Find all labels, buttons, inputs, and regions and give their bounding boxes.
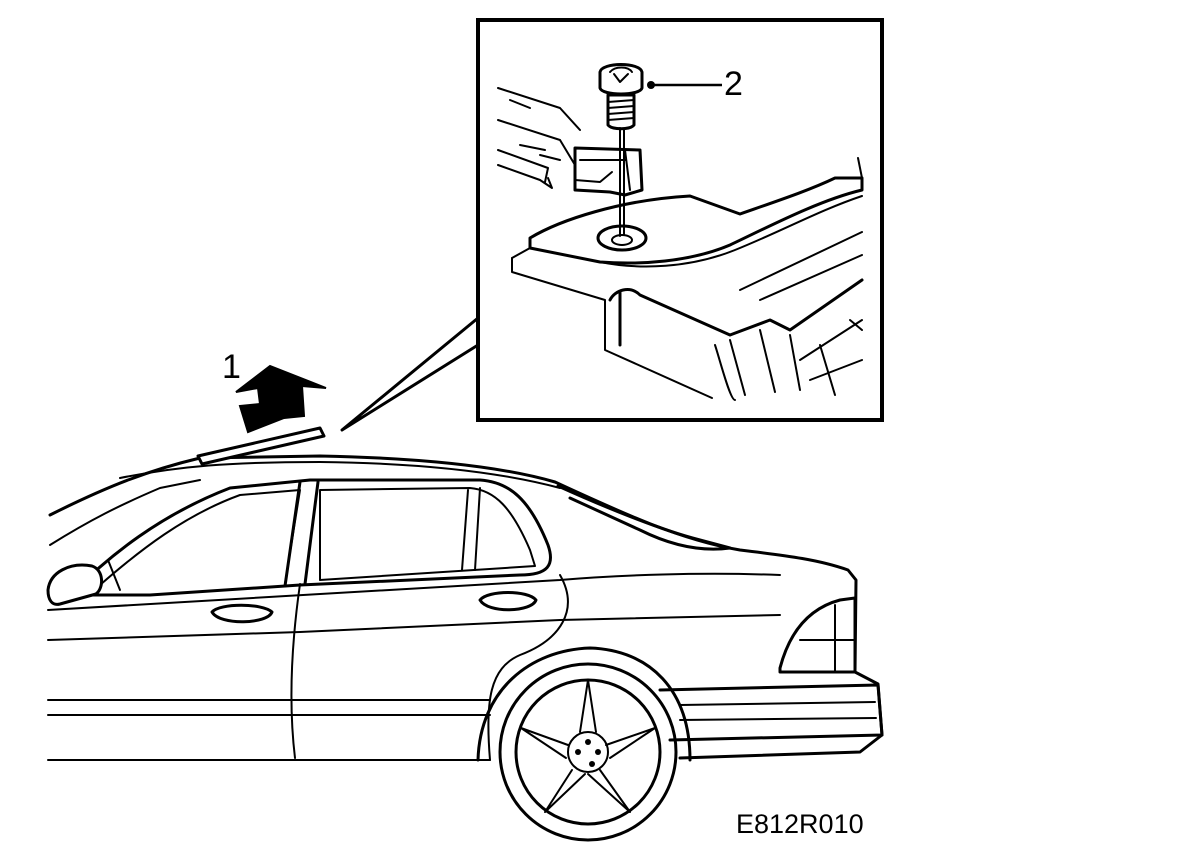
lower-rib xyxy=(739,231,863,381)
windshield xyxy=(49,479,201,546)
screw-hole-inner xyxy=(611,234,633,246)
mounting-clip xyxy=(573,146,644,197)
belt-line xyxy=(47,572,781,611)
rear-wheel xyxy=(498,662,678,842)
bumper-strip xyxy=(679,701,877,721)
roof-line xyxy=(119,461,561,489)
car-body-outline xyxy=(48,454,884,760)
front-window xyxy=(99,489,301,586)
roof-rail xyxy=(497,87,581,183)
rail-slot xyxy=(519,144,561,161)
removal-arrow xyxy=(235,364,327,434)
panel-edge xyxy=(511,195,863,268)
side-mirror xyxy=(46,563,103,606)
door-crease xyxy=(47,614,781,641)
b-pillar xyxy=(283,480,320,588)
rear-glass xyxy=(556,484,732,551)
rear-door-handle xyxy=(478,591,538,612)
car-illustration xyxy=(46,426,884,842)
screw-hole xyxy=(596,224,648,252)
front-door-handle xyxy=(210,603,274,624)
figure-code: E812R010 xyxy=(736,809,864,839)
window-frame xyxy=(68,478,553,597)
wheel-arch xyxy=(476,646,692,762)
roof-moulding-strip xyxy=(196,426,326,466)
lower-frame xyxy=(714,319,863,401)
panel-surface xyxy=(528,176,864,265)
rail-end xyxy=(497,164,553,189)
lower-bracket xyxy=(608,278,864,347)
rear-bumper xyxy=(658,683,884,742)
tail-light-divider xyxy=(799,604,856,673)
inset-frame xyxy=(476,18,884,422)
mirror-stem xyxy=(107,559,121,591)
callout-2-label: 2 xyxy=(724,65,743,103)
callout-1-label: 1 xyxy=(222,348,241,386)
clip-detail xyxy=(574,149,631,191)
c-pillar-frame xyxy=(461,487,481,571)
door-gap xyxy=(290,583,301,759)
sill-line xyxy=(47,699,491,716)
panel-side xyxy=(511,157,863,399)
torx-screw xyxy=(598,63,644,131)
detail-inset: 2 xyxy=(476,18,884,422)
rear-window xyxy=(319,487,536,581)
up-arrow-icon xyxy=(235,364,327,434)
inset-pointer xyxy=(340,316,480,432)
tail-light xyxy=(778,596,857,674)
